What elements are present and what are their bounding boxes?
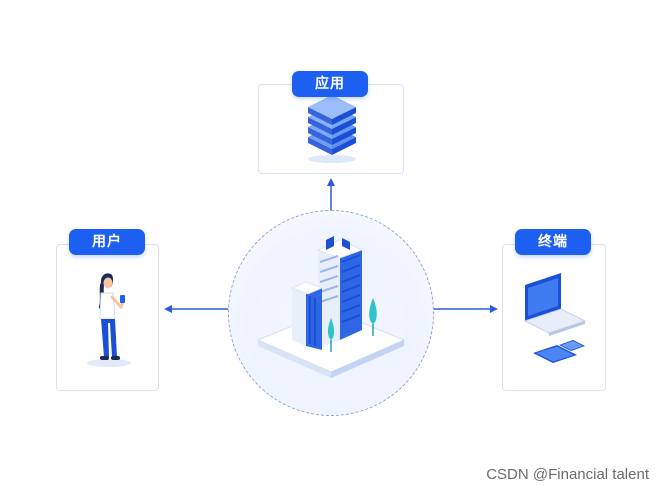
server-stack-icon (308, 95, 356, 163)
user-card (56, 244, 159, 391)
user-label: 用户 (69, 229, 145, 255)
app-card (258, 84, 404, 174)
laptop-and-devices-icon (523, 273, 587, 363)
terminal-card (502, 244, 606, 391)
terminal-label: 终端 (515, 229, 591, 255)
app-label: 应用 (292, 71, 368, 97)
person-with-phone-icon (87, 273, 131, 367)
watermark: CSDN @Financial talent (486, 466, 649, 483)
